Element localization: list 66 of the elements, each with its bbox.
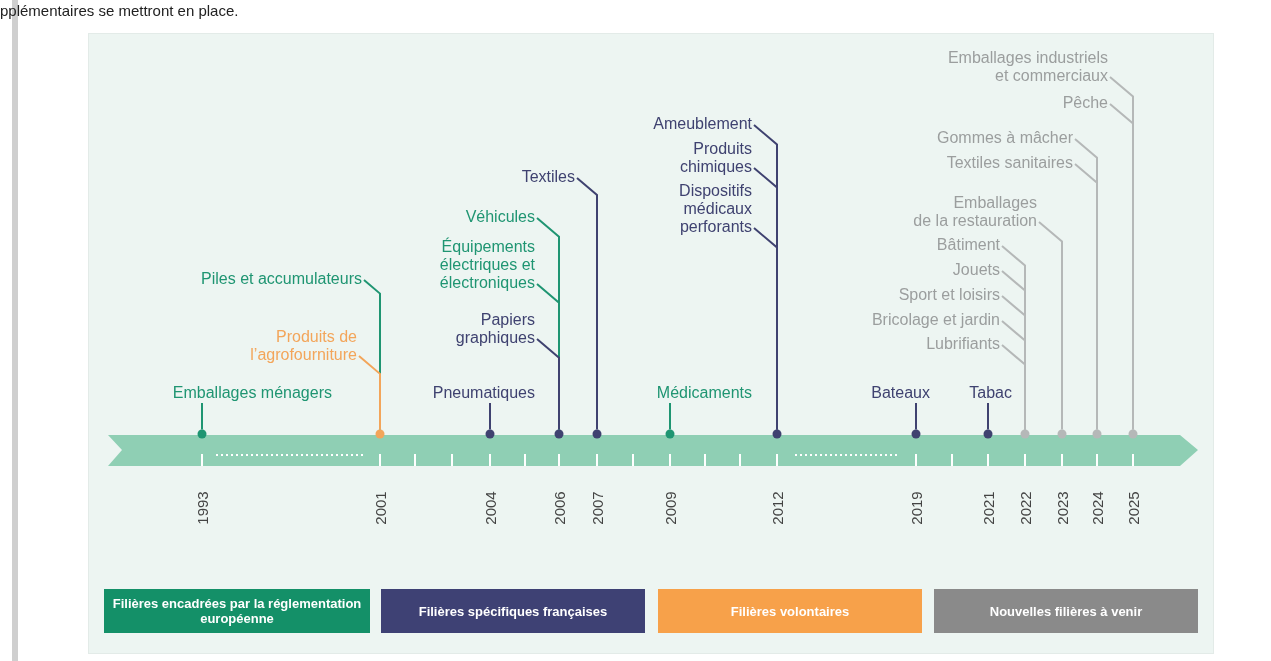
year-label: 2025 [1124, 491, 1142, 525]
leader-line [915, 402, 917, 431]
category-label: Emballages industriels et commerciaux [947, 49, 1108, 85]
category-label: Gommes à mâcher [936, 129, 1073, 147]
leader-line [358, 355, 381, 431]
timeline-dot [983, 429, 993, 439]
timeline-dot [772, 429, 782, 439]
category-label: Bâtiment [936, 236, 1000, 254]
leader-line [987, 402, 989, 431]
category-label: Pêche [1062, 94, 1108, 112]
leader-line [1038, 221, 1063, 431]
category-label: Textiles [521, 168, 575, 186]
leader-line [753, 227, 778, 431]
leader-line [201, 402, 203, 431]
leader-line [536, 338, 560, 431]
timeline-dot [375, 429, 385, 439]
year-label: 2001 [371, 491, 389, 525]
category-label: Emballages de la restauration [913, 194, 1037, 230]
timeline-dot [665, 429, 675, 439]
year-label: 2012 [768, 491, 786, 525]
timeline-dot [1020, 429, 1030, 439]
year-label: 2023 [1053, 491, 1071, 525]
legend-text: Filières encadrées par la réglementation européenne [112, 596, 362, 626]
leader-line [576, 177, 598, 431]
leader-line [489, 402, 491, 431]
legend-text: Filières spécifiques françaises [418, 603, 608, 619]
category-label: Équipements électriques et électroniques [439, 238, 535, 292]
category-label: Piles et accumulateurs [201, 270, 362, 288]
year-label: 2004 [481, 491, 499, 525]
category-label: Lubrifiants [926, 335, 1000, 353]
intro-text: pplémentaires se mettront en place. [0, 2, 239, 19]
year-label: 2019 [907, 491, 925, 525]
category-label: Ameublement [653, 115, 752, 133]
category-label: Médicaments [656, 384, 752, 402]
category-label: Pneumatiques [432, 384, 535, 402]
category-label: Produits de l’agrofourniture [250, 328, 357, 364]
timeline-dot [485, 429, 495, 439]
timeline-dot [197, 429, 207, 439]
year-label: 1993 [193, 491, 211, 525]
category-label: Papiers graphiques [455, 311, 535, 347]
legend-text: Filières volontaires [730, 603, 850, 619]
timeline-dot [1092, 429, 1102, 439]
category-label: Véhicules [465, 208, 535, 226]
category-label: Emballages ménagers [172, 384, 332, 402]
timeline-dot [1057, 429, 1067, 439]
year-label: 2022 [1016, 491, 1034, 525]
category-label: Dispositifs médicaux perforants [679, 182, 752, 236]
timeline-dot [554, 429, 564, 439]
year-label: 2006 [550, 491, 568, 525]
category-label: Sport et loisirs [898, 286, 1000, 304]
timeline-dot [911, 429, 921, 439]
category-label: Textiles sanitaires [946, 154, 1073, 172]
timeline-dot [592, 429, 602, 439]
timeline-dot [1128, 429, 1138, 439]
category-label: Jouets [952, 261, 1000, 279]
legend-text: Nouvelles filières à venir [989, 603, 1143, 619]
leader-line [1001, 344, 1026, 431]
year-label: 2024 [1088, 491, 1106, 525]
category-label: Produits chimiques [679, 140, 752, 176]
category-label: Bateaux [871, 384, 930, 402]
year-label: 2009 [661, 491, 679, 525]
year-label: 2007 [588, 491, 606, 525]
year-label: 2021 [979, 491, 997, 525]
category-label: Tabac [969, 384, 1012, 402]
leader-line [669, 402, 671, 431]
category-label: Bricolage et jardin [871, 311, 1000, 329]
